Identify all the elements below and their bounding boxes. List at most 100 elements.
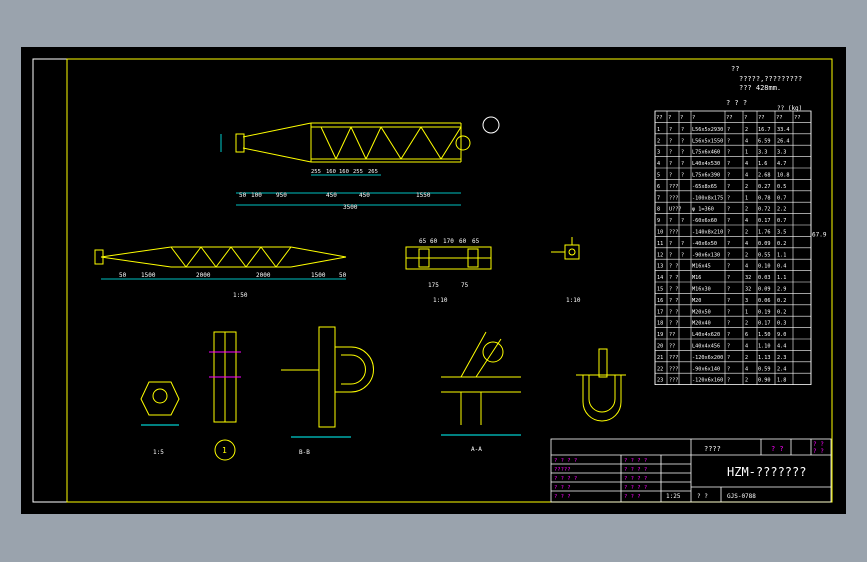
section-dim-label: 65 (419, 238, 427, 245)
bom-cell: 6 (657, 184, 660, 190)
detail-3-label: A-A (471, 446, 482, 453)
bom-cell: 2 (657, 138, 660, 144)
bom-cell: 0.78 (758, 195, 771, 201)
bom-cell: 0.17 (758, 218, 771, 224)
bom-cell: 9.0 (777, 332, 786, 338)
tb-left-label: ? ? ? (554, 494, 571, 500)
tb-project: ???? (704, 445, 721, 453)
bom-cell: 2.2 (777, 207, 786, 213)
bom-cell: ? (727, 150, 730, 156)
main-dim-label: 1550 (416, 192, 431, 199)
bom-cell: -60x6x60 (692, 218, 717, 224)
bom-cell: 3.3 (777, 150, 786, 156)
section-a-label: 1:10 (433, 297, 448, 304)
bom-cell: L40x4x456 (692, 344, 720, 350)
bom-cell: 12 (657, 252, 663, 258)
marker-1: 1 (222, 446, 227, 455)
tb-mid-label: ? ? ? ? (624, 458, 647, 464)
bom-cell: 4 (745, 138, 748, 144)
bom-cell: -65x8x65 (692, 184, 717, 190)
bom-cell: ? (681, 252, 684, 258)
bom-cell: 13 (657, 264, 663, 270)
bom-cell: 0.2 (777, 309, 786, 315)
tb-mid-label: ? ? ? ? (624, 467, 647, 473)
bom-cell: ? (727, 195, 730, 201)
notes-line-2: ??? 428mm. (739, 84, 781, 92)
bom-cell: L56x5x2930 (692, 127, 723, 133)
main-top-dim-label: 160 (339, 169, 349, 175)
bom-cell: ? (727, 184, 730, 190)
section-dim-label: 175 (428, 282, 439, 289)
bom-cell: 2 (745, 321, 748, 327)
bom-cell: 0.2 (777, 241, 786, 247)
cad-drawing: ?? ?????,????????? ??? 428mm. ? ? ? ?? (… (32, 58, 833, 503)
bom-header-cell: ? (692, 115, 695, 121)
section-dim-label: 75 (461, 282, 469, 289)
bom-cell: 21 (657, 355, 663, 361)
bom-cell: 16 (657, 298, 663, 304)
bom-cell: -90x6x140 (692, 366, 720, 372)
bom-cell: ? (727, 241, 730, 247)
bom-cell: 4 (745, 264, 748, 270)
bom-cell: ? (727, 264, 730, 270)
bom-cell: 1.10 (758, 344, 771, 350)
bom-cell: ??? (669, 366, 678, 372)
bom-cell: 3.3 (758, 150, 767, 156)
bom-cell: 1.76 (758, 230, 771, 236)
bom-cell: L75x6x390 (692, 173, 720, 179)
bom-cell: 18 (657, 321, 663, 327)
tb-left-label: ? ? ? ? (554, 476, 577, 482)
title-block-mid-labels: ? ? ? ?? ? ? ?? ? ? ?? ? ? ?? ? ? (624, 458, 647, 500)
tb-drawing-name: HZM-??????? (727, 465, 806, 479)
bom-cell: 19 (657, 332, 663, 338)
bom-cell: 3.5 (777, 230, 786, 236)
section-view (405, 246, 492, 270)
bom-cell: 4 (745, 161, 748, 167)
bom-cell: 2.9 (777, 287, 786, 293)
bom-cell: ? ? (669, 264, 678, 270)
bom-cell: 0.72 (758, 207, 771, 213)
bom-cell: 4 (745, 241, 748, 247)
bom-cell: 23 (657, 378, 663, 384)
bom-cell: ? (727, 355, 730, 361)
bom-cell: ? (681, 173, 684, 179)
bom-cell: U??? (669, 207, 682, 213)
bom-cell: 3 (745, 298, 748, 304)
bom-cell: 0.03 (758, 275, 771, 281)
bom-cell: ? (727, 321, 730, 327)
bom-cell: 2.68 (758, 173, 771, 179)
bom-cell: M20x40 (692, 321, 711, 327)
detail-aa (441, 331, 521, 436)
bom-header-cell: ? (680, 115, 683, 121)
bom-cell: 0.90 (758, 378, 771, 384)
bom-cell: 0.17 (758, 321, 771, 327)
bom-cell: ? (727, 173, 730, 179)
bom-cell: ??? (669, 195, 678, 201)
section-dim-label: 65 (472, 238, 480, 245)
bom-cell: ? (727, 138, 730, 144)
bom-cell: 33.4 (777, 127, 790, 133)
section-dim-label: 60 (430, 238, 438, 245)
bom-cell: 2 (745, 355, 748, 361)
bom-cell: 1.6 (758, 161, 767, 167)
bom-total: 67.9 (812, 231, 827, 238)
bom-cell: ? (727, 207, 730, 213)
bom-cell: ? (669, 218, 672, 224)
bom-header-cell: ?? (726, 115, 733, 121)
bom-cell: ? (669, 161, 672, 167)
bom-cell: 0.3 (777, 321, 786, 327)
bom-cell: -40x6x50 (692, 241, 717, 247)
bom-cell: 3 (657, 150, 660, 156)
bom-cell: ? (727, 344, 730, 350)
tb-sheet-label: ? ? (697, 493, 708, 500)
bom-cell: 7 (657, 195, 660, 201)
main-elevation (235, 116, 500, 163)
bom-cell: L56x5x1550 (692, 138, 723, 144)
bom-cell: 2 (745, 184, 748, 190)
bom-cell: 2.4 (777, 366, 786, 372)
bom-cell: ??? (669, 184, 678, 190)
bom-header-cell: ? (668, 115, 671, 121)
bom-cell: 15 (657, 287, 663, 293)
